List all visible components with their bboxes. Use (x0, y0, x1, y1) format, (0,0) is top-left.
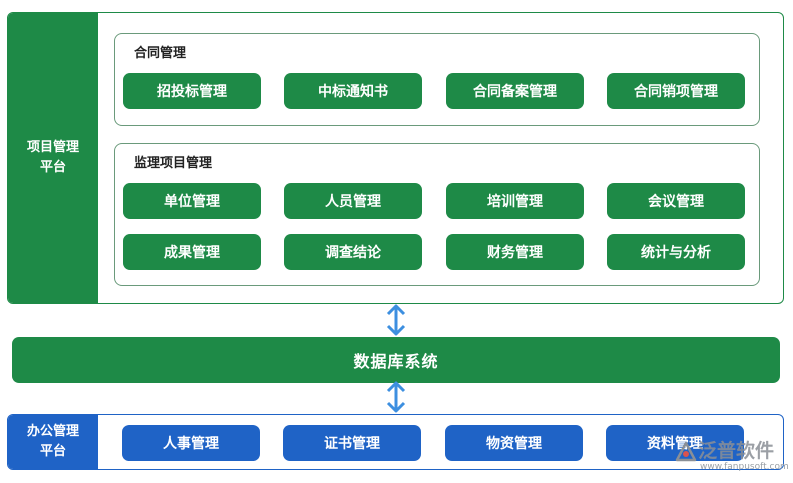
survey-conclusion-button[interactable]: 调查结论 (284, 234, 422, 270)
office-platform-label-line2: 平台 (39, 444, 66, 459)
project-management-platform: 项目管理 平台 合同管理 招投标管理 中标通知书 合同备案管理 合同销项管理 监… (7, 12, 784, 304)
meeting-management-button[interactable]: 会议管理 (607, 183, 745, 219)
project-platform-label-line1: 项目管理 (26, 140, 79, 155)
database-system-bar: 数据库系统 (12, 337, 780, 383)
contract-filing-button[interactable]: 合同备案管理 (446, 73, 584, 109)
documents-management-button[interactable]: 资料管理 (606, 425, 744, 461)
certificate-management-button[interactable]: 证书管理 (283, 425, 421, 461)
hr-management-button[interactable]: 人事管理 (122, 425, 260, 461)
contract-writeoff-button[interactable]: 合同销项管理 (607, 73, 745, 109)
materials-management-button[interactable]: 物资管理 (445, 425, 583, 461)
office-platform-label: 办公管理 平台 (8, 415, 98, 469)
contract-management-group: 合同管理 招投标管理 中标通知书 合同备案管理 合同销项管理 (114, 33, 760, 126)
brand-logo-icon (675, 441, 697, 462)
training-management-button[interactable]: 培训管理 (446, 183, 584, 219)
results-management-button[interactable]: 成果管理 (123, 234, 261, 270)
contract-management-title: 合同管理 (134, 46, 187, 61)
double-arrow-icon (386, 304, 406, 336)
supervision-project-title: 监理项目管理 (134, 156, 213, 171)
project-platform-label: 项目管理 平台 (8, 13, 98, 303)
watermark-url: www.fanpusoft.com (700, 462, 789, 472)
personnel-management-button[interactable]: 人员管理 (284, 183, 422, 219)
finance-management-button[interactable]: 财务管理 (446, 234, 584, 270)
double-arrow-icon (386, 381, 406, 413)
statistics-analysis-button[interactable]: 统计与分析 (607, 234, 745, 270)
unit-management-button[interactable]: 单位管理 (123, 183, 261, 219)
watermark: 泛普软件 www.fanpusoft.com (668, 436, 789, 476)
office-management-platform: 办公管理 平台 人事管理 证书管理 物资管理 资料管理 (7, 414, 784, 470)
watermark-text: 泛普软件 (698, 440, 775, 462)
award-notice-button[interactable]: 中标通知书 (284, 73, 422, 109)
office-platform-label-line1: 办公管理 (26, 424, 79, 439)
bidding-management-button[interactable]: 招投标管理 (123, 73, 261, 109)
supervision-project-group: 监理项目管理 单位管理 人员管理 培训管理 会议管理 成果管理 调查结论 财务管… (114, 143, 760, 286)
project-platform-label-line2: 平台 (39, 160, 66, 175)
